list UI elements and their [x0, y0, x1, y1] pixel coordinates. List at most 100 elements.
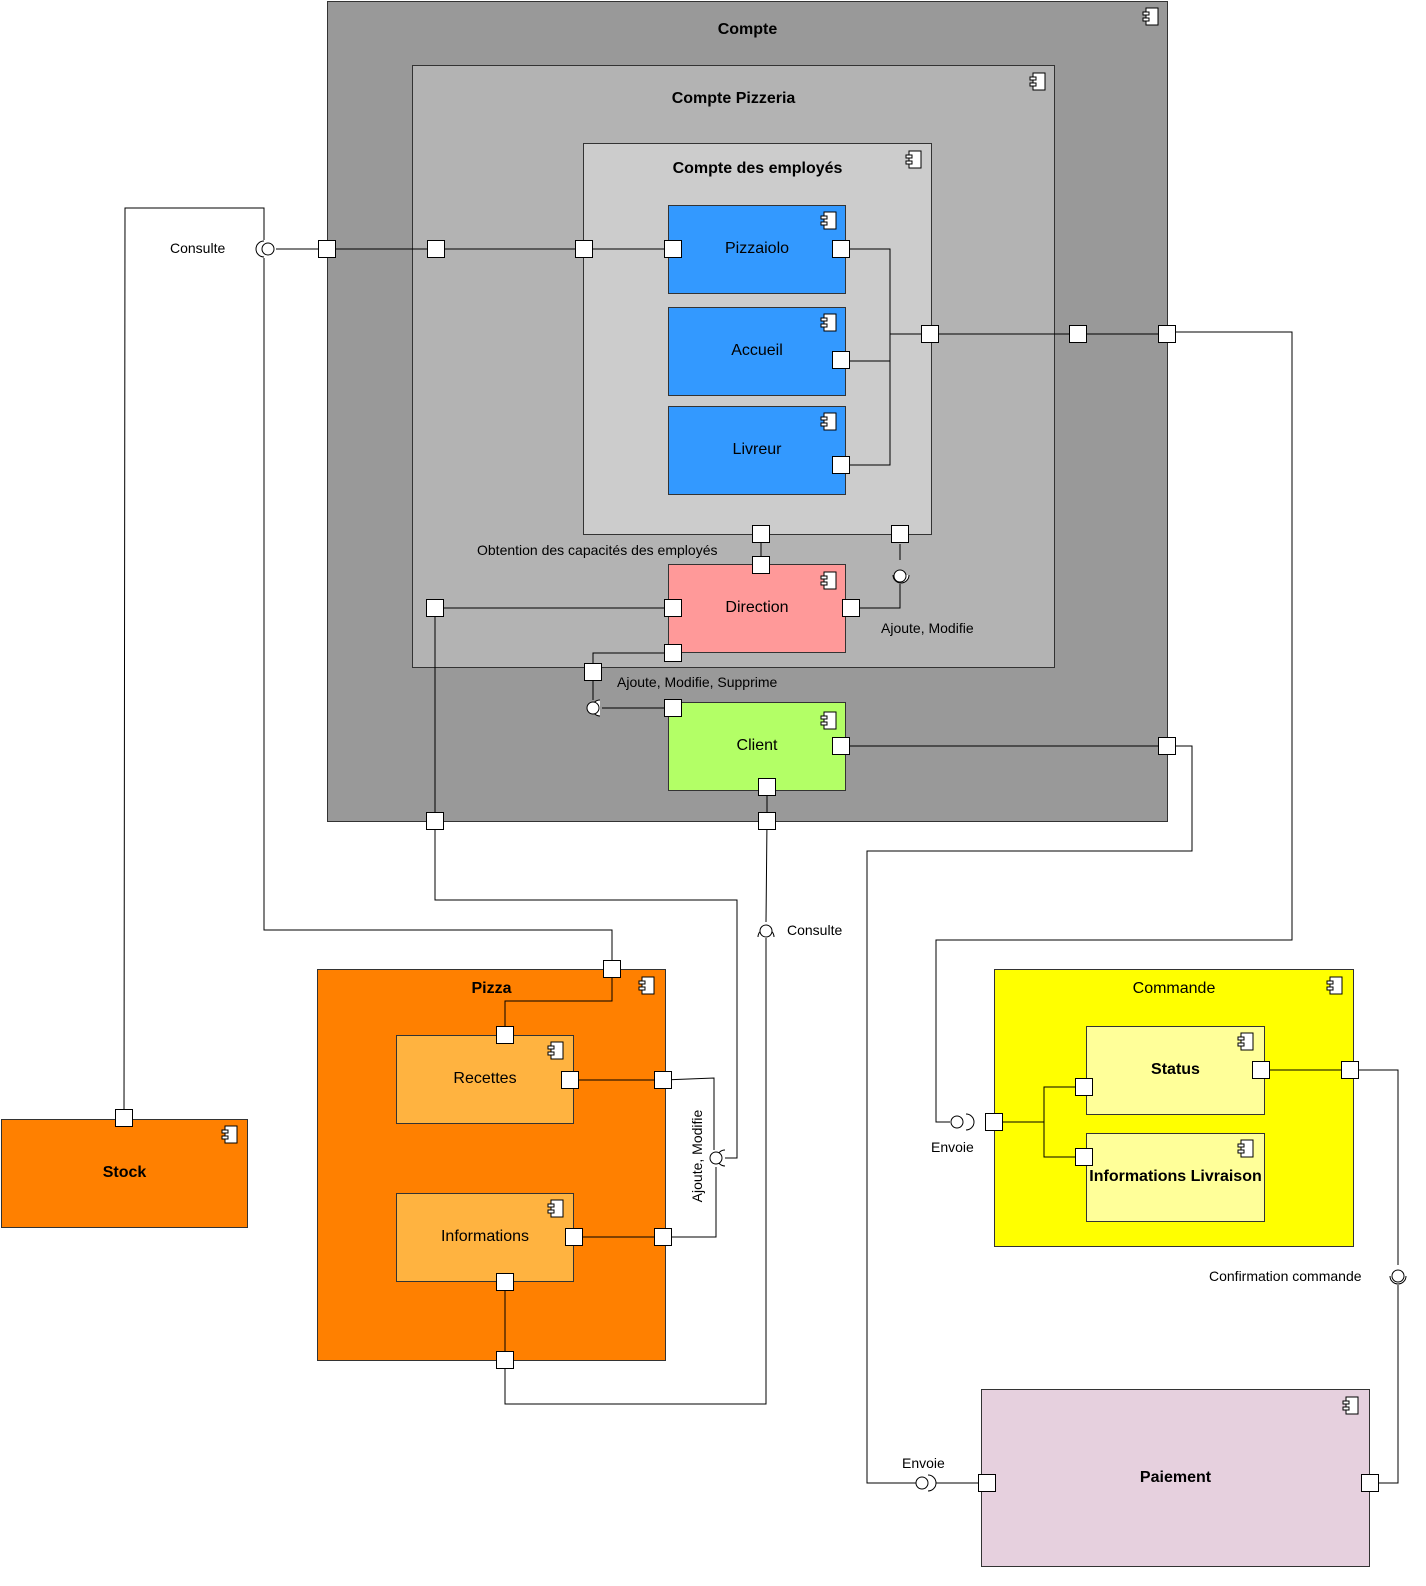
- commande-title: Commande: [1132, 980, 1216, 997]
- port-compte-left: [318, 240, 336, 258]
- client-label: Client: [736, 737, 778, 754]
- port-client-bottom: [758, 778, 776, 796]
- pizza-title: Pizza: [471, 980, 512, 997]
- port-compte-client-right: [1158, 737, 1176, 755]
- port-pizzaiolo-left: [664, 240, 682, 258]
- label-confirmation-commande: Confirmation commande: [1209, 1268, 1362, 1284]
- compte-title: Compte: [717, 21, 778, 38]
- component-icon: [905, 150, 922, 169]
- ball-envoie-commande: [950, 1115, 964, 1129]
- pizzaiolo-label: Pizzaiolo: [724, 240, 790, 257]
- pizzaiolo-component: Pizzaiolo: [668, 205, 846, 294]
- livreur-component: Livreur: [668, 406, 846, 495]
- component-icon: [547, 1199, 564, 1218]
- label-ajoute-modifie-employes: Ajoute, Modifie: [881, 620, 974, 636]
- socket-consulte-stock: [255, 240, 265, 258]
- ball-envoie-paiement: [915, 1476, 929, 1490]
- port-pizza-top: [603, 960, 621, 978]
- port-compte-bottom-left: [426, 812, 444, 830]
- compte-pizzeria-title: Compte Pizzeria: [671, 90, 796, 107]
- wire-direction-modifie: [846, 544, 901, 609]
- port-commande-left: [985, 1113, 1003, 1131]
- port-livreur-right: [832, 456, 850, 474]
- wire-consulte-informations: [504, 938, 767, 1405]
- stock-component: Stock: [1, 1119, 248, 1228]
- label-consulte-stock: Consulte: [170, 240, 226, 256]
- component-icon: [820, 571, 837, 590]
- port-pizzeria-left: [427, 240, 445, 258]
- port-pizzeria-direction: [426, 599, 444, 617]
- port-pizza-right-bottom: [654, 1228, 672, 1246]
- wire-client-consulte: [765, 791, 768, 923]
- component-icon: [820, 412, 837, 431]
- wire-employes-bus: [846, 248, 1167, 466]
- label-obtention: Obtention des capacités des employés: [477, 542, 718, 558]
- wire-stock-consulte: [123, 207, 265, 1120]
- port-commande-right: [1341, 1061, 1359, 1079]
- label-ajoute-modifie-supprime: Ajoute, Modifie, Supprime: [617, 674, 778, 690]
- paiement-label: Paiement: [1139, 1469, 1212, 1486]
- socket-envoie-paiement: [927, 1474, 937, 1492]
- port-pizzeria-bottom: [584, 663, 602, 681]
- client-component: Client: [668, 702, 846, 791]
- port-pizza-right-top: [654, 1071, 672, 1089]
- component-icon: [638, 976, 655, 995]
- port-accueil-right: [832, 351, 850, 369]
- port-status-right: [1252, 1061, 1270, 1079]
- component-icon: [1142, 7, 1159, 26]
- status-label: Status: [1151, 1061, 1200, 1078]
- ball-ajoute-modifie-supprime: [586, 701, 600, 715]
- port-direction-left: [664, 599, 682, 617]
- socket-envoie-commande: [965, 1113, 975, 1131]
- wire-client-commande: [846, 745, 1193, 1484]
- component-icon: [547, 1041, 564, 1060]
- port-pizzeria-right: [1069, 325, 1087, 343]
- port-employes-right: [921, 325, 939, 343]
- port-infolivraison-left: [1075, 1148, 1093, 1166]
- compte-employes-title: Compte des employés: [672, 160, 843, 177]
- port-informations-right: [565, 1228, 583, 1246]
- port-compte-right: [1158, 325, 1176, 343]
- component-icon: [1029, 72, 1046, 91]
- port-paiement-left: [978, 1474, 996, 1492]
- port-employes-left: [575, 240, 593, 258]
- component-icon: [820, 711, 837, 730]
- pizza-component: Pizza: [317, 969, 666, 1361]
- port-client-left: [664, 699, 682, 717]
- port-direction-right: [842, 599, 860, 617]
- port-recettes-right: [561, 1071, 579, 1089]
- paiement-component: Paiement: [981, 1389, 1370, 1567]
- recettes-component: Recettes: [396, 1035, 574, 1124]
- livreur-label: Livreur: [732, 441, 782, 458]
- label-ajoute-modifie-pizza: Ajoute, Modifie: [689, 1109, 705, 1203]
- informations-livraison-component: Informations Livraison: [1086, 1133, 1265, 1222]
- port-pizzaiolo-right: [832, 240, 850, 258]
- port-compte-bottom: [758, 812, 776, 830]
- port-employes-bottom-right: [891, 525, 909, 543]
- wire-recettes-port: [574, 1077, 715, 1150]
- port-informations-bottom: [496, 1273, 514, 1291]
- port-paiement-right: [1361, 1474, 1379, 1492]
- ball-consulte-stock: [261, 242, 275, 256]
- component-icon: [1237, 1139, 1254, 1158]
- status-component: Status: [1086, 1026, 1265, 1115]
- port-direction-top: [752, 556, 770, 574]
- wire-direction-client: [592, 652, 668, 700]
- component-icon: [1342, 1396, 1359, 1415]
- informations-label: Informations: [440, 1228, 530, 1245]
- wire-compte-commande: [935, 331, 1293, 1123]
- wire-commande-inner: [994, 1086, 1086, 1158]
- wire-pizza-recettes: [504, 978, 613, 1035]
- wire-direction-pizza: [434, 607, 738, 1159]
- port-direction-bottom-left: [664, 644, 682, 662]
- accueil-label: Accueil: [731, 342, 783, 359]
- wire-informations-port-right: [574, 1167, 717, 1238]
- informations-component: Informations: [396, 1193, 574, 1282]
- component-icon: [820, 211, 837, 230]
- component-icon: [1326, 976, 1343, 995]
- label-envoie-paiement: Envoie: [902, 1455, 945, 1471]
- component-icon: [221, 1125, 238, 1144]
- port-pizza-bottom: [496, 1351, 514, 1369]
- component-icon: [820, 313, 837, 332]
